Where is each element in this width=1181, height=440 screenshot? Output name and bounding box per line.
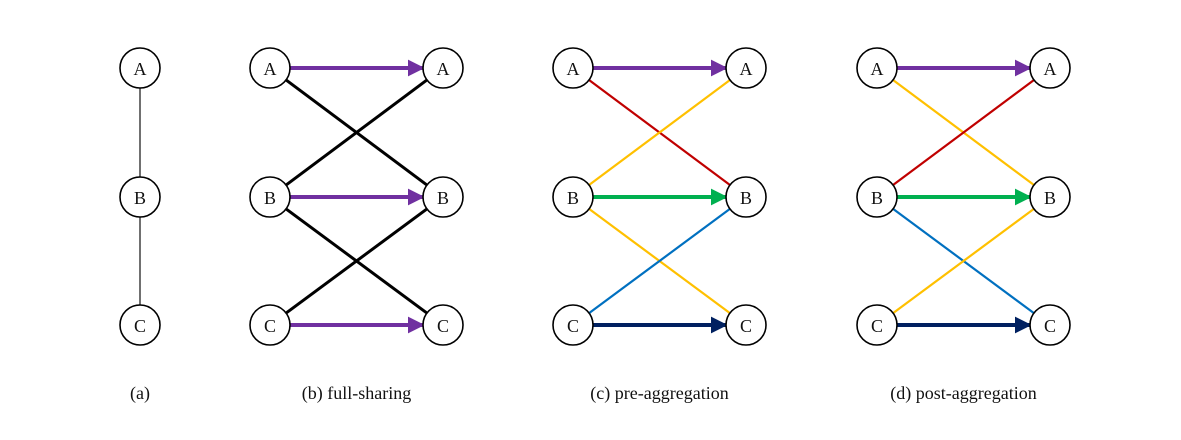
- node-label: C: [1044, 316, 1056, 336]
- node-circle: [856, 47, 898, 89]
- node-b-left-B: B: [249, 176, 291, 218]
- node-b-left-A: A: [249, 47, 291, 89]
- edge-c-B-A: [588, 79, 731, 186]
- edge-b-C-B: [285, 207, 428, 315]
- node-label: A: [437, 59, 450, 79]
- node-label: A: [567, 59, 580, 79]
- node-circle: [725, 47, 767, 89]
- node-c-left-A: A: [552, 47, 594, 89]
- node-circle: [119, 47, 161, 89]
- node-a-A: A: [119, 47, 161, 89]
- node-label: A: [1044, 59, 1057, 79]
- node-label: C: [871, 316, 883, 336]
- caption-b: (b) full-sharing: [302, 383, 411, 404]
- edge-c-C-B: [588, 208, 731, 314]
- caption-c: (c) pre-aggregation: [590, 383, 728, 404]
- node-circle: [422, 176, 464, 218]
- node-label: B: [871, 188, 883, 208]
- node-label: C: [567, 316, 579, 336]
- node-label: A: [264, 59, 277, 79]
- node-d-right-A: A: [1029, 47, 1071, 89]
- captions-layer: (a) (b) full-sharing (c) pre-aggregation (d…: [130, 383, 1037, 404]
- node-c-right-C: C: [725, 304, 767, 346]
- node-c-left-C: C: [552, 304, 594, 346]
- node-circle: [856, 304, 898, 346]
- edge-b-B-A: [285, 78, 428, 187]
- node-circle: [249, 47, 291, 89]
- node-c-left-B: B: [552, 176, 594, 218]
- node-c-right-B: B: [725, 176, 767, 218]
- node-circle: [725, 304, 767, 346]
- node-circle: [856, 176, 898, 218]
- node-label: B: [1044, 188, 1056, 208]
- node-label: B: [740, 188, 752, 208]
- node-circle: [552, 47, 594, 89]
- edge-d-C-B: [892, 208, 1035, 314]
- caption-d: (d) post-aggregation: [890, 383, 1036, 404]
- node-circle: [422, 47, 464, 89]
- node-circle: [1029, 304, 1071, 346]
- node-label: C: [264, 316, 276, 336]
- node-a-B: B: [119, 176, 161, 218]
- node-circle: [249, 176, 291, 218]
- node-circle: [552, 176, 594, 218]
- edge-d-B-A: [892, 79, 1035, 186]
- nodes-layer: A B C A B C A B C A B C A B C A B C A B C: [119, 47, 1071, 346]
- node-circle: [422, 304, 464, 346]
- node-circle: [119, 304, 161, 346]
- node-b-left-C: C: [249, 304, 291, 346]
- node-circle: [1029, 47, 1071, 89]
- node-label: A: [871, 59, 884, 79]
- node-label: B: [437, 188, 449, 208]
- node-b-right-B: B: [422, 176, 464, 218]
- node-c-right-A: A: [725, 47, 767, 89]
- node-label: B: [264, 188, 276, 208]
- node-label: C: [740, 316, 752, 336]
- node-b-right-C: C: [422, 304, 464, 346]
- node-label: C: [437, 316, 449, 336]
- node-label: B: [567, 188, 579, 208]
- node-circle: [1029, 176, 1071, 218]
- node-d-left-A: A: [856, 47, 898, 89]
- node-d-left-C: C: [856, 304, 898, 346]
- node-circle: [725, 176, 767, 218]
- node-label: B: [134, 188, 146, 208]
- node-a-C: C: [119, 304, 161, 346]
- node-d-left-B: B: [856, 176, 898, 218]
- node-circle: [249, 304, 291, 346]
- edges-layer: [139, 59, 1035, 334]
- node-label: C: [134, 316, 146, 336]
- node-circle: [552, 304, 594, 346]
- node-d-right-B: B: [1029, 176, 1071, 218]
- node-d-right-C: C: [1029, 304, 1071, 346]
- node-label: A: [740, 59, 753, 79]
- node-b-right-A: A: [422, 47, 464, 89]
- node-label: A: [134, 59, 147, 79]
- node-circle: [119, 176, 161, 218]
- caption-a: (a): [130, 383, 150, 404]
